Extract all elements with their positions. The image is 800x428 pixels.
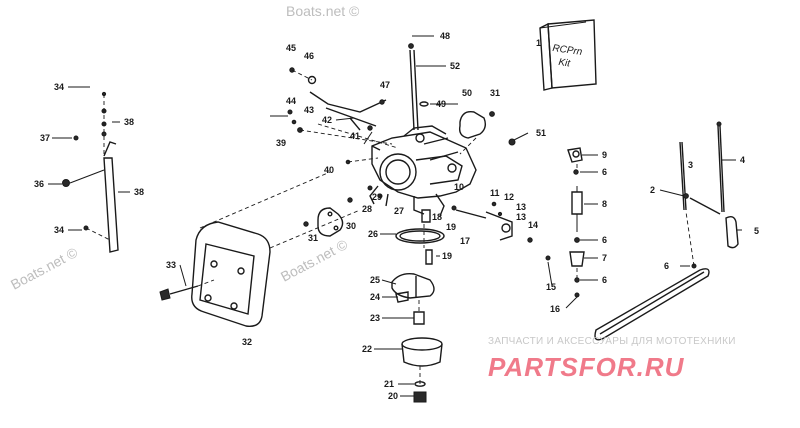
callout-13-bottom: 13 [516, 212, 526, 222]
callout-40: 40 [324, 165, 334, 175]
callout-14: 14 [528, 220, 538, 230]
callout-31-left: 31 [308, 233, 318, 243]
callout-44: 44 [286, 96, 296, 106]
callout-24: 24 [370, 292, 380, 302]
callout-43: 43 [304, 105, 314, 115]
carburetor-body [369, 125, 477, 217]
callout-26: 26 [368, 229, 378, 239]
watermark-middle: Boats.net © [278, 236, 351, 285]
throttle-linkage [287, 43, 429, 165]
leader-lines [48, 35, 742, 397]
gasket-plate [303, 207, 344, 237]
callout-46: 46 [304, 51, 314, 61]
callout-50: 50 [462, 88, 472, 98]
callout-20: 20 [388, 391, 398, 401]
callout-6-low: 6 [602, 275, 607, 285]
callout-47: 47 [380, 80, 390, 90]
callout-16: 16 [550, 304, 560, 314]
callout-39: 39 [276, 138, 286, 148]
watermark-left: Boats.net © [8, 244, 81, 293]
callout-6-top: 6 [602, 167, 607, 177]
callout-21: 21 [384, 379, 394, 389]
brand-name: PARTSFOR.RU [488, 352, 685, 382]
callout-30: 30 [346, 221, 356, 231]
callout-51: 51 [536, 128, 546, 138]
callout-48: 48 [440, 31, 450, 41]
callout-19-lower: 19 [442, 251, 452, 261]
air-silencer-cover [159, 171, 361, 327]
bowl-cover [458, 111, 516, 155]
callout-10: 10 [454, 182, 464, 192]
callout-37: 37 [40, 133, 50, 143]
float-bowl-gasket [594, 268, 710, 341]
callout-numbers: 1 2 3 4 5 6 6 6 6 7 8 9 10 11 12 13 13 1… [34, 31, 759, 401]
callout-7: 7 [602, 253, 607, 263]
callout-1: 1 [536, 38, 541, 48]
callout-5: 5 [754, 226, 759, 236]
brand-block: ЗАПЧАСТИ И АКСЕССУАРЫ ДЛЯ МОТОТЕХНИКИ PA… [488, 336, 736, 382]
callout-38-top: 38 [124, 117, 134, 127]
callout-8: 8 [602, 199, 607, 209]
callout-13-top: 13 [516, 202, 526, 212]
callout-19-upper: 19 [446, 222, 456, 232]
callout-32: 32 [242, 337, 252, 347]
kit-label-line1: RCPrn [552, 43, 584, 58]
callout-31-top: 31 [490, 88, 500, 98]
callout-49: 49 [436, 99, 446, 109]
callout-45: 45 [286, 43, 296, 53]
watermark-top: Boats.net © [286, 3, 360, 19]
callout-29: 29 [372, 192, 382, 202]
callout-9: 9 [602, 150, 607, 160]
callout-41: 41 [350, 131, 360, 141]
callout-28: 28 [362, 204, 372, 214]
kit-label-line2: Kit [558, 57, 572, 70]
callout-6-mid: 6 [602, 235, 607, 245]
main-jet-stack [391, 201, 551, 403]
callout-34-top: 34 [54, 82, 64, 92]
brand-tagline: ЗАПЧАСТИ И АКСЕССУАРЫ ДЛЯ МОТОТЕХНИКИ [488, 336, 736, 347]
float-assembly [679, 121, 739, 269]
callout-36: 36 [34, 179, 44, 189]
callout-33: 33 [166, 260, 176, 270]
callout-27: 27 [394, 206, 404, 216]
linkage-rod-assembly [62, 91, 119, 253]
body-small-parts [347, 185, 383, 203]
callout-17: 17 [460, 236, 470, 246]
needle-valve-stack [567, 147, 585, 298]
callout-12: 12 [504, 192, 514, 202]
callout-23: 23 [370, 313, 380, 323]
callout-18: 18 [432, 212, 442, 222]
callout-34-bottom: 34 [54, 225, 64, 235]
callout-6-right: 6 [664, 261, 669, 271]
callout-4: 4 [740, 155, 745, 165]
callout-38-rod: 38 [134, 187, 144, 197]
callout-11: 11 [490, 188, 500, 198]
callout-3: 3 [688, 160, 693, 170]
callout-42: 42 [322, 115, 332, 125]
callout-52: 52 [450, 61, 460, 71]
callout-22: 22 [362, 344, 372, 354]
callout-2: 2 [650, 185, 655, 195]
repair-kit: RCPrn Kit [539, 19, 597, 91]
callout-15: 15 [546, 282, 556, 292]
callout-25: 25 [370, 275, 380, 285]
